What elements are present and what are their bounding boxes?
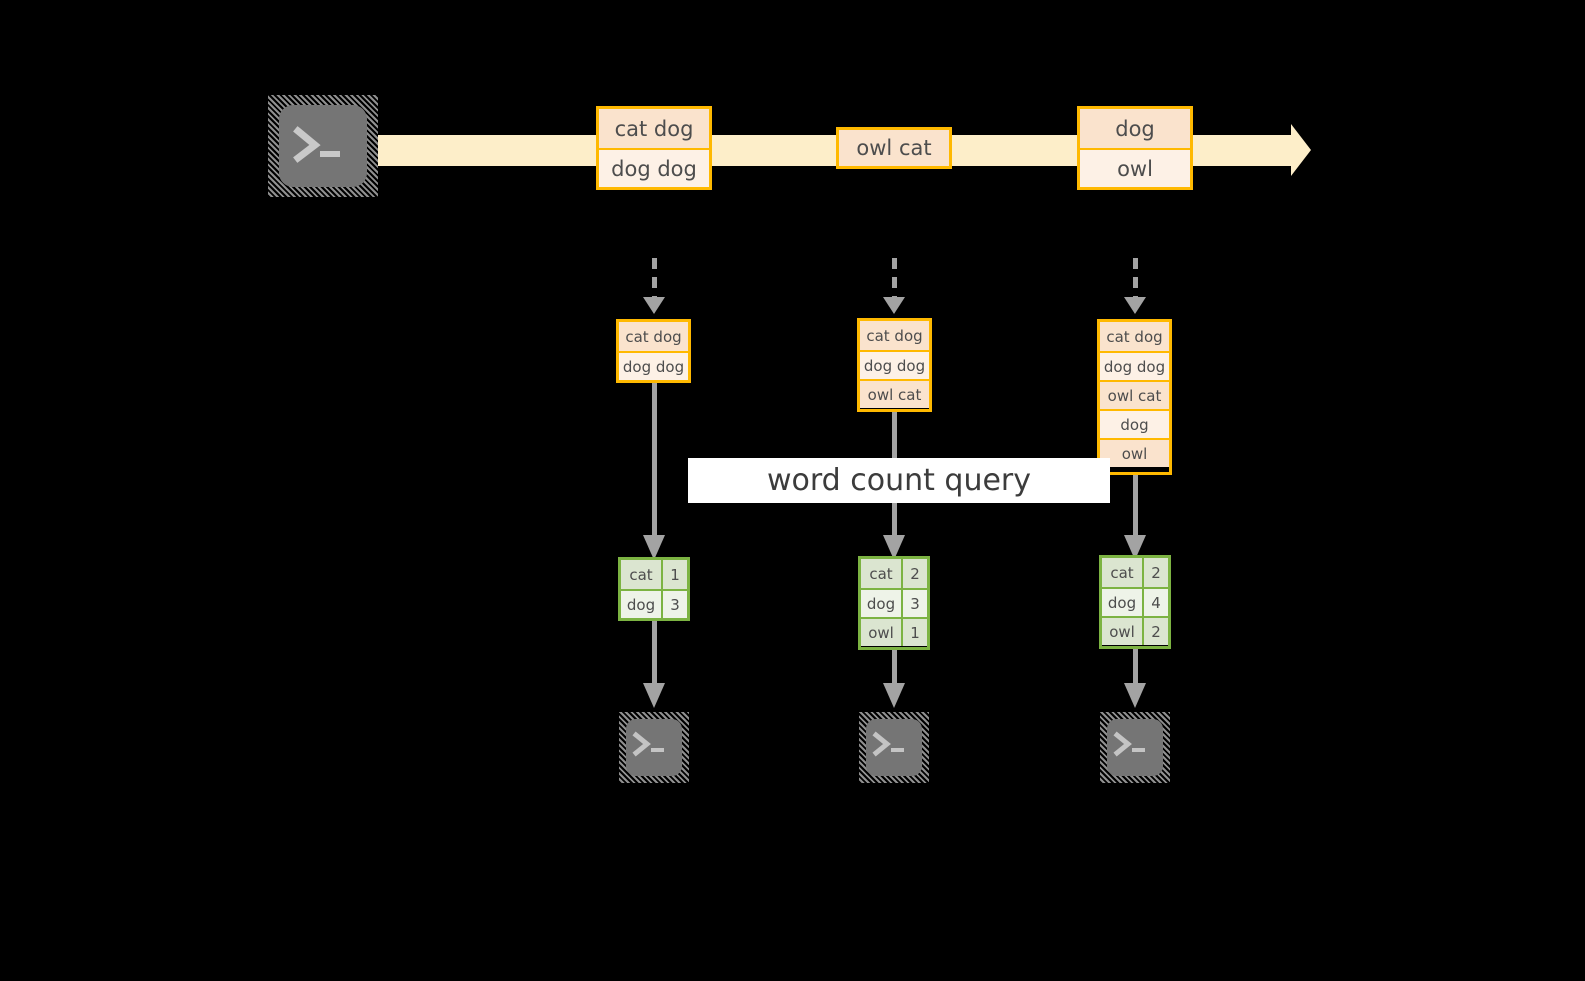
- dashed-arrow-shaft-1: [652, 258, 657, 300]
- table-cell-count: 2: [1144, 618, 1168, 645]
- stream-band-arrowhead: [1291, 124, 1311, 176]
- table-row: cat 2: [861, 559, 927, 588]
- sink-arrow-head-3: [1124, 683, 1146, 708]
- dashed-arrow-head-1: [643, 297, 665, 314]
- result-table-1: cat 1 dog 3: [618, 557, 690, 621]
- table-row: cat 1: [621, 560, 687, 589]
- sink-arrow-head-2: [883, 683, 905, 708]
- terminal-body: [1107, 719, 1163, 776]
- dashed-arrow-shaft-2: [892, 258, 897, 300]
- record-line: owl: [1080, 148, 1190, 187]
- record-line: cat dog: [599, 109, 709, 148]
- table-cell-word: dog: [1102, 589, 1144, 616]
- table-row: dog 3: [861, 588, 927, 617]
- query-arrow-shaft-3: [1133, 475, 1138, 538]
- terminal-body: [626, 719, 682, 776]
- sink-arrow-shaft-1: [652, 621, 657, 686]
- table-cell-word: dog: [861, 590, 903, 617]
- dashed-arrow-head-3: [1124, 297, 1146, 314]
- terminal-prompt-icon: [632, 731, 664, 757]
- snapshot-line: owl cat: [860, 379, 929, 408]
- sink-arrow-shaft-3: [1133, 649, 1138, 686]
- dashed-arrow-head-2: [883, 297, 905, 314]
- snapshot-line: dog dog: [619, 351, 688, 380]
- table-cell-count: 3: [903, 590, 927, 617]
- source-terminal[interactable]: [268, 95, 378, 197]
- query-arrow-shaft-1: [652, 383, 657, 538]
- snapshot-line: dog dog: [1100, 351, 1169, 380]
- table-cell-word: dog: [621, 591, 663, 618]
- terminal-prompt-icon: [293, 126, 340, 163]
- stream-record-2: owl cat: [836, 127, 952, 169]
- snapshot-line: cat dog: [860, 321, 929, 350]
- table-cell-count: 3: [663, 591, 687, 618]
- table-row: cat 2: [1102, 558, 1168, 587]
- record-line: dog dog: [599, 148, 709, 187]
- result-table-2: cat 2 dog 3 owl 1: [858, 556, 930, 650]
- table-cell-count: 1: [903, 619, 927, 646]
- stream-record-3: dog owl: [1077, 106, 1193, 190]
- table-row: owl 2: [1102, 616, 1168, 645]
- table-cell-count: 1: [663, 560, 687, 589]
- table-cell-word: cat: [1102, 558, 1144, 587]
- table-cell-word: cat: [621, 560, 663, 589]
- sink-arrow-head-1: [643, 683, 665, 708]
- snapshot-line: dog dog: [860, 350, 929, 379]
- terminal-prompt-icon: [1113, 731, 1145, 757]
- table-row: owl 1: [861, 617, 927, 646]
- stream-record-1: cat dog dog dog: [596, 106, 712, 190]
- table-cell-word: cat: [861, 559, 903, 588]
- result-table-3: cat 2 dog 4 owl 2: [1099, 555, 1171, 649]
- query-arrow-head-2: [883, 535, 905, 560]
- terminal-prompt-icon: [872, 731, 904, 757]
- snapshot-2: cat dog dog dog owl cat: [857, 318, 932, 412]
- record-line: dog: [1080, 109, 1190, 148]
- sink-terminal-2[interactable]: [859, 712, 929, 783]
- snapshot-1: cat dog dog dog: [616, 319, 691, 383]
- sink-terminal-1[interactable]: [619, 712, 689, 783]
- snapshot-line: dog: [1100, 409, 1169, 438]
- table-cell-word: owl: [861, 619, 903, 646]
- table-cell-count: 2: [903, 559, 927, 588]
- query-arrow-head-1: [643, 535, 665, 560]
- sink-arrow-shaft-2: [892, 650, 897, 686]
- table-cell-count: 2: [1144, 558, 1168, 587]
- table-row: dog 4: [1102, 587, 1168, 616]
- record-line: owl cat: [839, 130, 949, 166]
- table-cell-count: 4: [1144, 589, 1168, 616]
- terminal-body: [279, 105, 367, 187]
- query-arrow-head-3: [1124, 535, 1146, 560]
- snapshot-line: cat dog: [1100, 322, 1169, 351]
- table-cell-word: owl: [1102, 618, 1144, 645]
- query-label: word count query: [688, 458, 1110, 503]
- terminal-body: [866, 719, 922, 776]
- snapshot-line: owl: [1100, 438, 1169, 467]
- snapshot-line: cat dog: [619, 322, 688, 351]
- dashed-arrow-shaft-3: [1133, 258, 1138, 300]
- sink-terminal-3[interactable]: [1100, 712, 1170, 783]
- snapshot-line: owl cat: [1100, 380, 1169, 409]
- table-row: dog 3: [621, 589, 687, 618]
- snapshot-3: cat dog dog dog owl cat dog owl: [1097, 319, 1172, 475]
